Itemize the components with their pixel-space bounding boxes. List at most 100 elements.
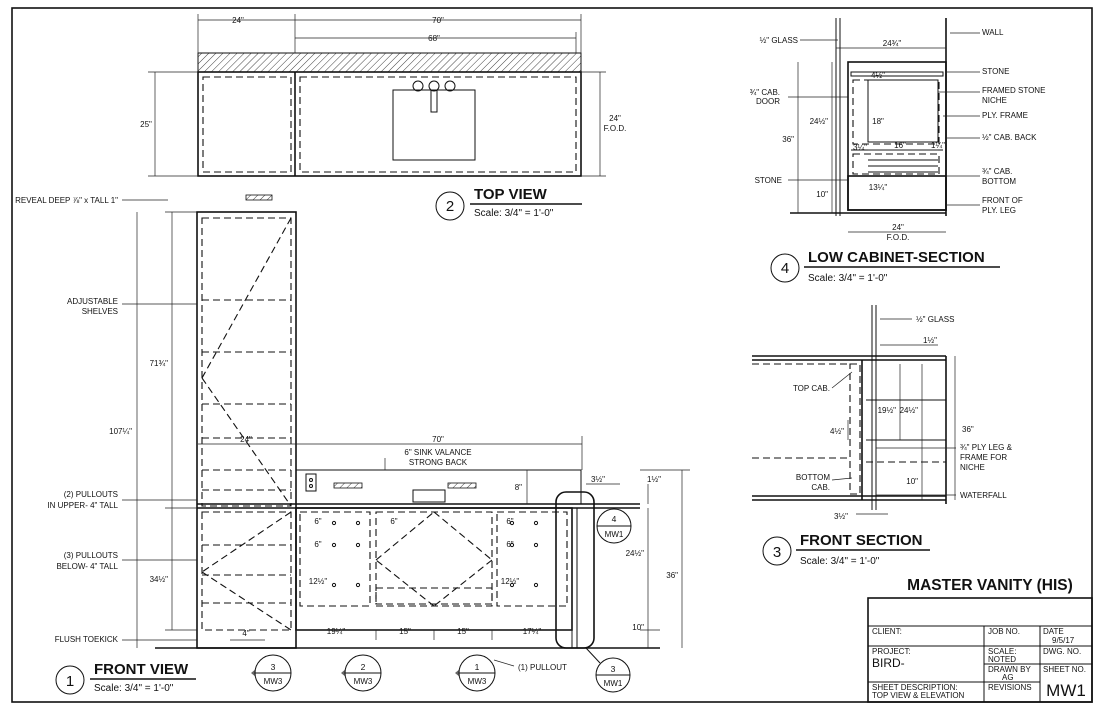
tb-project-label: PROJECT: <box>872 647 911 656</box>
outlet-icon <box>305 473 317 492</box>
tb-dwg-label: DWG. NO. <box>1043 647 1081 656</box>
tb-revisions-label: REVISIONS <box>988 683 1032 692</box>
marker-5-num: 4 <box>612 514 617 524</box>
dim-12b: 12½" <box>501 577 520 586</box>
dim-12a: 12½" <box>309 577 328 586</box>
fs-dim-4: 4½" <box>830 427 844 436</box>
front-view-number-bubble <box>55 665 85 695</box>
tb-sheet-label: SHEET NO. <box>1043 665 1086 674</box>
fs-dim-1half: 1½" <box>923 336 937 345</box>
lc-dim-13: 13¼" <box>869 183 888 192</box>
dim-24: 24" <box>240 435 252 444</box>
lc-dim-fod-2: F.O.D. <box>887 233 910 242</box>
lc-stone-left: STONE <box>755 176 782 185</box>
tall-cabinet <box>196 211 297 649</box>
lc-dim-3: 3¼" <box>853 143 867 152</box>
adjustable-note-2: SHELVES <box>82 307 118 316</box>
lc-dim-24: 24¾" <box>883 39 902 48</box>
dim-6d: 6" <box>506 517 513 526</box>
lc-framed-2: NICHE <box>982 96 1007 105</box>
dim-24half: 24½" <box>626 549 645 558</box>
lc-dim-16: 16" <box>894 141 906 150</box>
tb-sheet-value: MW1 <box>1046 681 1086 700</box>
top-dim-fod-1: 24" <box>609 114 621 123</box>
front-view-drawing <box>122 194 690 667</box>
dim-70: 70" <box>432 435 444 444</box>
tb-drawn-label: DRAWN BY <box>988 665 1031 674</box>
faucet-spout-icon <box>428 80 440 92</box>
marker-3-num: 1 <box>475 662 480 672</box>
dim-107: 107¼" <box>109 427 132 436</box>
top-view-number: 2 <box>446 198 454 215</box>
fs-ply-2: FRAME FOR <box>960 453 1007 462</box>
section-marker-3-mw1 <box>585 647 631 693</box>
lc-front-leg-2: PLY. LEG <box>982 206 1016 215</box>
pullout-one-note: (1) PULLOUT <box>518 663 567 672</box>
dim-6b: 6" <box>314 540 321 549</box>
front-view-number: 1 <box>66 673 74 690</box>
fs-scale: Scale: 3/4" = 1'-0" <box>800 556 880 567</box>
section-marker-3-mw3 <box>251 654 292 692</box>
tb-scale-label: SCALE: <box>988 647 1016 656</box>
marker-1-ref: MW3 <box>264 677 283 686</box>
top-view-drawing <box>148 14 606 177</box>
top-dim-fod-2: F.O.D. <box>604 124 627 133</box>
dim-10: 10" <box>632 623 644 632</box>
tb-client-label: CLIENT: <box>872 627 902 636</box>
lc-number: 4 <box>781 260 789 277</box>
pullouts-lower-1: (3) PULLOUTS <box>64 551 118 560</box>
dim-36: 36" <box>666 571 678 580</box>
fs-dim-10: 10" <box>906 477 918 486</box>
section-marker-1-mw3 <box>455 654 496 692</box>
low-cabinet-drawing <box>788 18 980 233</box>
dim-6e: 6" <box>506 540 513 549</box>
top-view-scale: Scale: 3/4" = 1'-0" <box>474 208 554 219</box>
top-dim-68: 68" <box>428 34 440 43</box>
lc-dim-1: 1¼" <box>931 141 945 150</box>
lc-dim-18: 18" <box>872 117 884 126</box>
faucet-handle-left-icon <box>412 80 424 92</box>
lc-number-bubble <box>770 253 800 283</box>
lc-door-1: ¾" CAB. <box>750 88 780 97</box>
marker-5-ref: MW1 <box>605 530 624 539</box>
lc-framed-1: FRAMED STONE <box>982 86 1045 95</box>
section-marker-2-mw3 <box>341 654 382 692</box>
marker-2-num: 2 <box>361 662 366 672</box>
lc-ply-frame: PLY. FRAME <box>982 111 1028 120</box>
dim-8: 8" <box>515 483 522 492</box>
marker-4-ref: MW1 <box>604 679 623 688</box>
tb-job-label: JOB NO. <box>988 627 1020 636</box>
tb-desc-value: TOP VIEW & ELEVATION <box>872 691 965 700</box>
marker-1-num: 3 <box>271 662 276 672</box>
fs-dim-24: 24½" <box>900 406 919 415</box>
marker-2-ref: MW3 <box>354 677 373 686</box>
sheet-title: MASTER VANITY (HIS) <box>907 577 1073 594</box>
toekick-note: FLUSH TOEKICK <box>55 635 119 644</box>
lc-stone-top: STONE <box>982 67 1009 76</box>
top-dim-25: 25" <box>140 120 152 129</box>
lc-door-2: DOOR <box>756 97 780 106</box>
front-view-title: FRONT VIEW <box>94 661 189 678</box>
dim-6a: 6" <box>314 517 321 526</box>
top-view-title: TOP VIEW <box>474 186 548 203</box>
top-dim-70: 70" <box>432 16 444 25</box>
dim-6c: 6" <box>390 517 397 526</box>
tb-date-label: DATE <box>1043 627 1064 636</box>
adjustable-note-1: ADJUSTABLE <box>67 297 118 306</box>
dim-71: 71¾" <box>150 359 169 368</box>
marker-3-ref: MW3 <box>468 677 487 686</box>
tb-project-value: BIRD- <box>872 656 905 670</box>
fs-dim-3: 3½" <box>834 512 848 521</box>
title-block <box>867 597 1093 703</box>
sink-basin <box>392 89 476 161</box>
fs-top-cab: TOP CAB. <box>793 384 830 393</box>
lc-scale: Scale: 3/4" = 1'-0" <box>808 273 888 284</box>
lc-cab-bottom-1: ¾" CAB. <box>982 167 1012 176</box>
fs-title: FRONT SECTION <box>800 532 923 549</box>
dim-1half: 1½" <box>647 475 661 484</box>
dim-15a: 15" <box>399 627 411 636</box>
fs-dim-19: 19½" <box>878 406 897 415</box>
faucet-handle-right-icon <box>444 80 456 92</box>
dim-15b: 15" <box>457 627 469 636</box>
